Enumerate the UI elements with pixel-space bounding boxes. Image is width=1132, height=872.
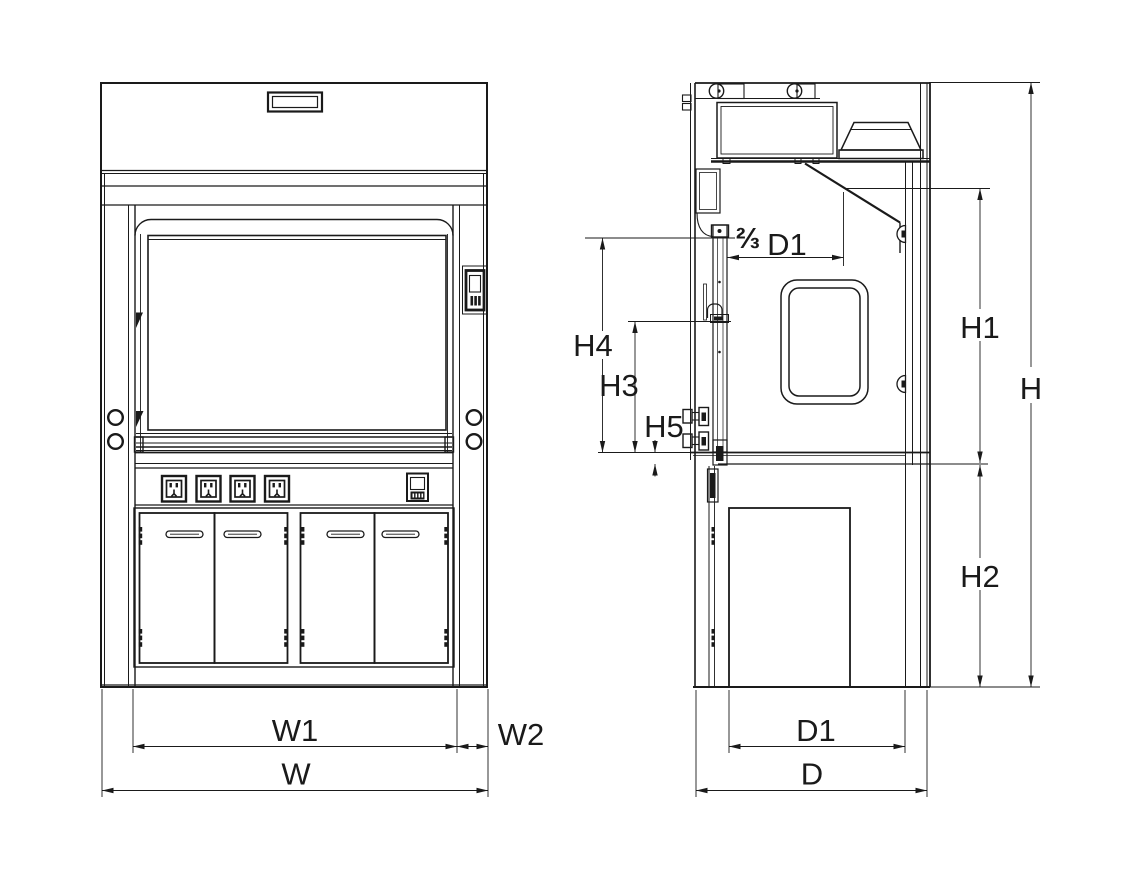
dim-label-d: D xyxy=(801,757,823,792)
back-wall-latches xyxy=(896,224,907,394)
column-knobs xyxy=(106,409,483,451)
sash-stop-marker-upper xyxy=(136,312,143,328)
cabinet-door xyxy=(373,512,449,664)
dim-label-h2: H2 xyxy=(960,559,1000,594)
front-view: W1 W2 W xyxy=(100,82,545,797)
dim-label-d1: D1 xyxy=(796,713,836,748)
dim-label-two-thirds-d1: D1 xyxy=(767,227,807,262)
top-fascia-handle xyxy=(266,91,324,113)
dim-label-w2: W2 xyxy=(498,717,545,752)
door-handles xyxy=(165,530,420,539)
sash-bottom-rail xyxy=(133,433,455,453)
dim-label-h1: H1 xyxy=(960,310,1000,345)
dim-label-w: W xyxy=(281,757,311,792)
pulley-icon xyxy=(786,83,803,99)
dim-label-h: H xyxy=(1020,371,1042,406)
dim-label-w1: W1 xyxy=(272,713,319,748)
dim-label-h3: H3 xyxy=(599,368,639,403)
sash-glass xyxy=(147,234,447,431)
sash-pulleys xyxy=(695,83,820,100)
dim-label-h4: H4 xyxy=(573,328,613,363)
switch-module xyxy=(406,472,429,502)
worktop-side xyxy=(598,451,988,465)
base-cabinet xyxy=(133,507,455,668)
side-view: ⅔ D1 H4 H3 H5 H1 H2 xyxy=(573,82,1048,797)
front-dimensions: W1 W2 W xyxy=(101,689,545,797)
side-window xyxy=(780,279,869,405)
sash-opening xyxy=(134,218,454,452)
panel-display xyxy=(468,274,482,293)
dim-label-two-thirds: ⅔ xyxy=(736,223,760,255)
cabinet-door-side xyxy=(728,507,851,688)
control-panel xyxy=(462,265,488,315)
base-cabinet-side xyxy=(706,466,851,688)
pulley-icon xyxy=(708,83,725,99)
sash-handle-hook xyxy=(706,303,723,318)
cabinet-door xyxy=(213,512,289,664)
dim-label-h5: H5 xyxy=(644,409,684,444)
side-dimensions: ⅔ D1 H4 H3 H5 H1 H2 xyxy=(573,82,1048,797)
worktop-front-edge xyxy=(135,451,453,506)
sash-stop-marker-lower xyxy=(136,411,144,427)
chamber-ceiling xyxy=(711,158,930,163)
